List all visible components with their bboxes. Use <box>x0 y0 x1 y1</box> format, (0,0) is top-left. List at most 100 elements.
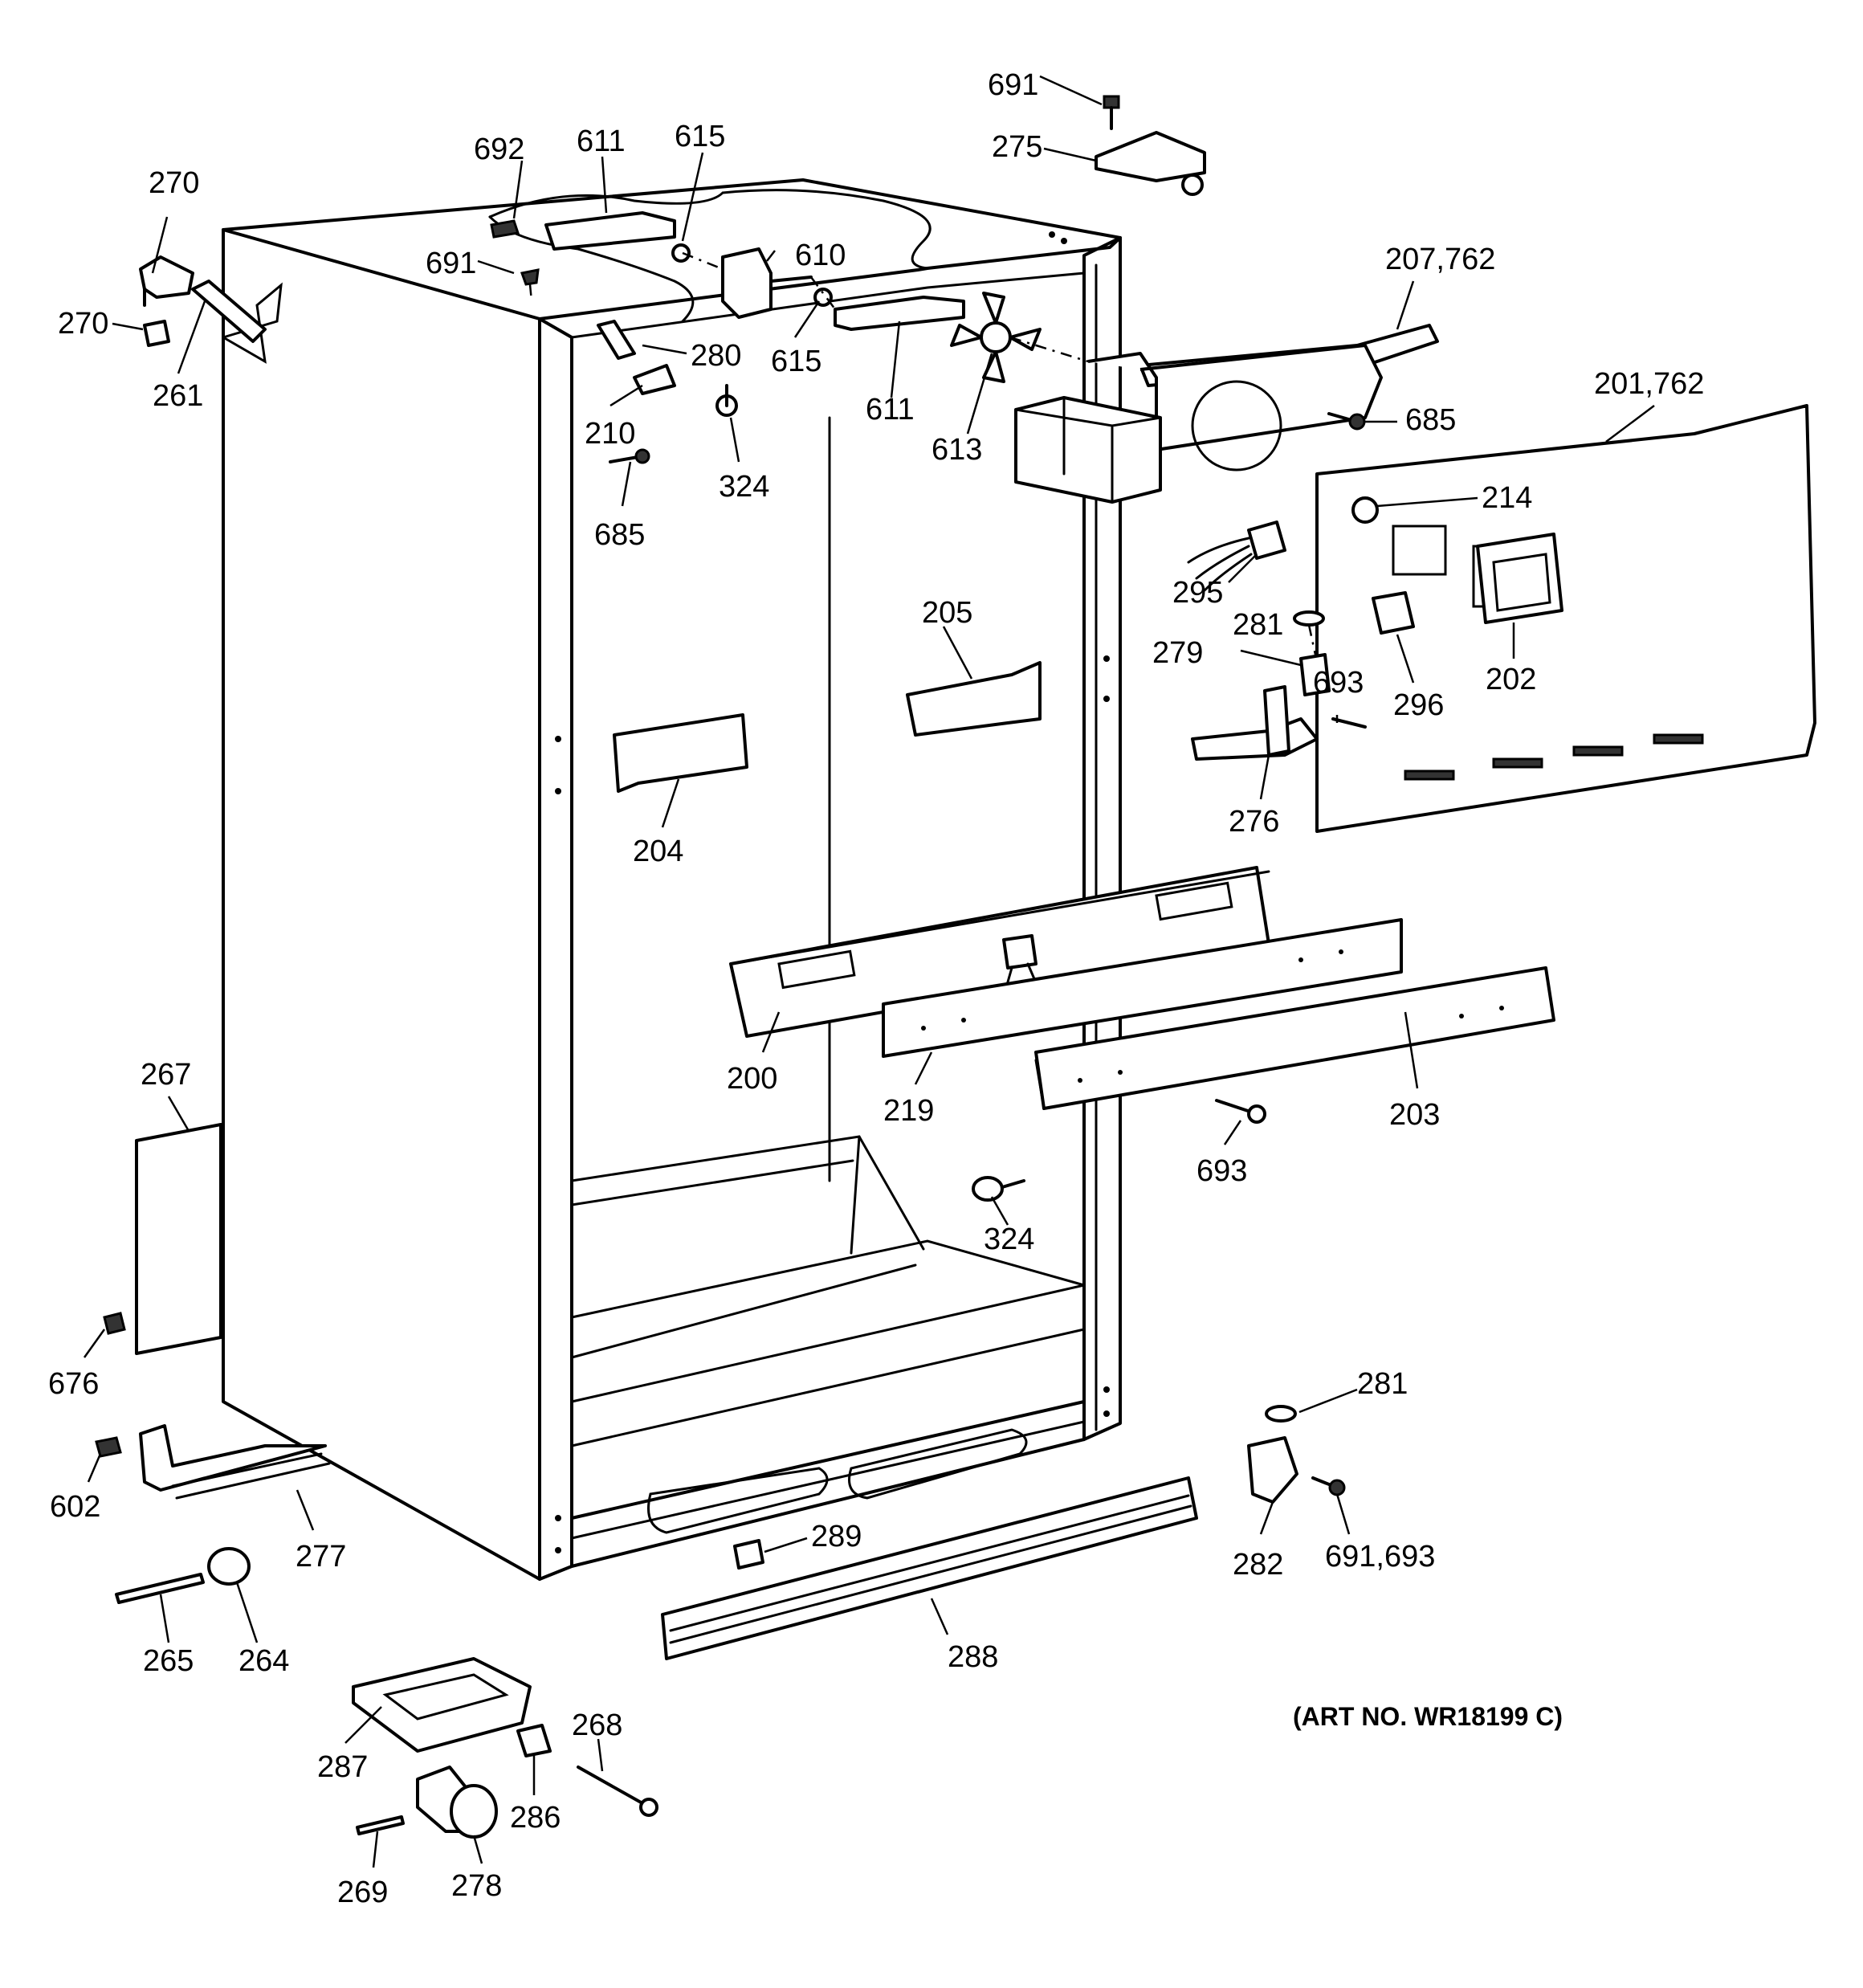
leveling-bracket-287 <box>352 1657 532 1753</box>
label-265: 265 <box>143 1644 194 1678</box>
hinge-pin-270 <box>139 255 194 307</box>
label-691-mid: 691 <box>426 247 476 280</box>
label-611-top: 611 <box>577 125 626 158</box>
support-bracket-204 <box>613 713 748 793</box>
screw-693-middle <box>1215 1099 1266 1124</box>
screw-691-cabinet <box>520 268 540 286</box>
screw-693-upper <box>1331 717 1367 729</box>
label-281-lower: 281 <box>1357 1367 1408 1401</box>
screw-685-right <box>1327 412 1366 431</box>
label-269: 269 <box>337 1876 388 1909</box>
refrigerator-cabinet <box>222 178 1122 1581</box>
label-324-lower: 324 <box>984 1223 1034 1256</box>
label-610: 610 <box>795 239 846 272</box>
screw-676 <box>103 1312 126 1335</box>
pin-269 <box>356 1815 405 1835</box>
label-685-left: 685 <box>594 518 645 552</box>
label-613: 613 <box>932 433 982 467</box>
axle-265 <box>115 1573 205 1604</box>
label-279: 279 <box>1152 636 1203 670</box>
label-324-upper: 324 <box>719 470 769 504</box>
label-693-middle: 693 <box>1196 1154 1247 1188</box>
label-202: 202 <box>1486 663 1536 696</box>
label-611-lower: 611 <box>866 393 915 427</box>
motor-bracket-top-part <box>544 211 676 251</box>
label-264: 264 <box>238 1644 289 1678</box>
screw-324-lower <box>972 1176 1025 1202</box>
screw-324-upper <box>715 384 738 417</box>
label-261: 261 <box>153 379 203 413</box>
fan-blade-part <box>950 292 1042 383</box>
pin-280-part <box>597 320 636 360</box>
bumper-210-part <box>633 364 676 395</box>
center-hinge-276 <box>1191 717 1319 761</box>
label-270-cap: 270 <box>58 307 108 341</box>
label-287: 287 <box>317 1750 368 1784</box>
screw-692 <box>490 219 520 239</box>
label-210: 210 <box>585 417 635 451</box>
label-602: 602 <box>50 1490 100 1524</box>
cap-270-part <box>143 320 170 347</box>
washer-281-lower <box>1265 1405 1297 1423</box>
label-615-lower: 615 <box>771 345 821 378</box>
grommet-615-left <box>671 243 691 263</box>
label-691-693: 691,693 <box>1325 1540 1435 1574</box>
label-270-top: 270 <box>149 166 199 200</box>
hinge-pin-279 <box>1299 653 1331 696</box>
label-267: 267 <box>141 1058 191 1092</box>
leveling-screw-268 <box>577 1766 658 1817</box>
label-203: 203 <box>1389 1098 1440 1132</box>
washer-281-upper <box>1293 610 1325 627</box>
label-288: 288 <box>948 1640 998 1674</box>
label-268: 268 <box>572 1708 622 1742</box>
roller-rail-277 <box>139 1424 331 1500</box>
label-205: 205 <box>922 596 972 630</box>
label-289: 289 <box>811 1520 862 1553</box>
leader-lines <box>83 75 1655 1868</box>
label-207-762: 207,762 <box>1385 243 1495 276</box>
callout-labels: 691 275 692 611 615 270 691 610 207,762 … <box>48 68 1704 1909</box>
top-hinge-part <box>1095 131 1206 182</box>
roller-264 <box>207 1547 251 1586</box>
label-277: 277 <box>296 1540 346 1574</box>
roller-assembly-278 <box>416 1766 498 1839</box>
wire-harness-295 <box>1187 520 1286 592</box>
support-bracket-205 <box>906 661 1042 737</box>
clip-289 <box>733 1539 764 1570</box>
light-fixture-202 <box>1476 533 1563 624</box>
switch-296-part <box>1372 591 1415 635</box>
label-286: 286 <box>510 1801 561 1835</box>
motor-bracket-front-part <box>834 296 965 331</box>
bottom-hinge-282 <box>1247 1436 1298 1504</box>
label-276: 276 <box>1229 805 1279 839</box>
label-281-upper: 281 <box>1233 608 1283 642</box>
label-692: 692 <box>474 133 524 166</box>
label-615-top: 615 <box>675 120 725 153</box>
fan-motor-part <box>721 247 813 319</box>
side-panel-267 <box>135 1123 222 1355</box>
plug-214-part <box>1351 496 1379 524</box>
screw-685-left <box>609 448 650 464</box>
clip-286 <box>516 1724 552 1757</box>
tube-261-part <box>191 280 267 343</box>
label-693-upper: 693 <box>1313 666 1364 700</box>
label-275: 275 <box>992 130 1042 164</box>
label-282: 282 <box>1233 1548 1283 1582</box>
label-200: 200 <box>727 1062 777 1096</box>
mullion-strip-219 <box>882 918 1403 1058</box>
screw-602 <box>95 1436 122 1458</box>
screw-691-top <box>1103 95 1120 130</box>
label-278: 278 <box>451 1869 502 1903</box>
label-685-right: 685 <box>1405 403 1456 437</box>
label-295: 295 <box>1172 576 1223 610</box>
label-280: 280 <box>691 339 741 373</box>
screw-691-693-lower <box>1311 1476 1346 1496</box>
label-296: 296 <box>1393 688 1444 722</box>
label-691-top: 691 <box>988 68 1038 102</box>
label-201-762: 201,762 <box>1594 367 1704 401</box>
art-number: (ART NO. WR18199 C) <box>1293 1702 1563 1731</box>
label-676: 676 <box>48 1367 99 1401</box>
mullion-channel-203 <box>1034 966 1555 1110</box>
flange-holes <box>555 231 1110 1553</box>
